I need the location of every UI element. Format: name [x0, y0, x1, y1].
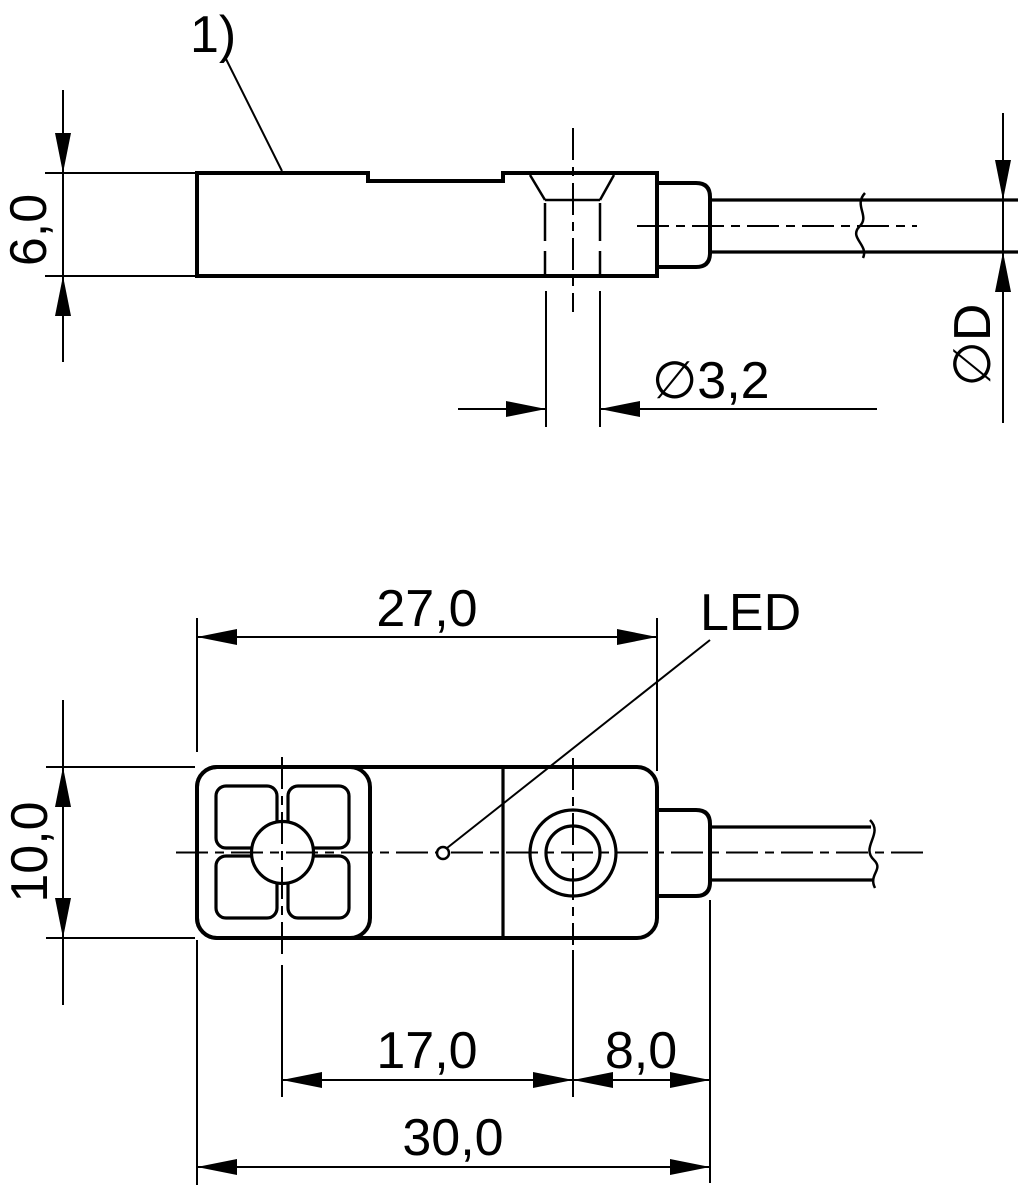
dimension-text: ∅D: [944, 304, 1002, 387]
callout-label: 1): [190, 6, 236, 64]
sensing-face-pattern: [214, 784, 351, 920]
arrowhead-right: [617, 629, 657, 645]
callout-leader-line: [224, 56, 283, 172]
arrowhead-down: [55, 898, 71, 938]
dimension-text: 27,0: [376, 580, 477, 638]
countersink-left-edge: [528, 174, 547, 201]
pole-square-bottom-right: [286, 854, 351, 920]
arrowhead-left: [600, 401, 640, 417]
dimension-text: 8,0: [605, 1022, 677, 1080]
pole-square-bottom-left: [214, 854, 279, 920]
dimension-cable-diameter: ∅D: [944, 113, 1011, 423]
dimension-width-10-0: 10,0: [1, 700, 195, 1005]
arrowhead-left: [197, 629, 237, 645]
arrowhead-up: [995, 252, 1011, 292]
arrowhead-left: [197, 1159, 237, 1175]
arrowhead-right: [670, 1072, 710, 1088]
arrowhead-right: [506, 401, 546, 417]
dimension-hole-3-2: ∅3,2: [458, 291, 877, 427]
led-leader-line: [446, 639, 711, 849]
dimension-text: ∅3,2: [652, 352, 770, 410]
arrowhead-down: [995, 160, 1011, 200]
dimension-total-length-30-0: 30,0: [196, 940, 710, 1185]
pole-square-top-left: [214, 784, 279, 850]
dimension-cable-end-8-0: 8,0: [573, 900, 711, 1183]
dimension-text: 10,0: [1, 801, 59, 902]
dimension-text: 30,0: [402, 1109, 503, 1167]
sensor-body-side-outline: [195, 171, 659, 278]
countersink-right-edge: [598, 174, 616, 201]
top-view: LED 27,0 10,0 17,0: [1, 580, 928, 1185]
dimension-housing-length-27-0: 27,0: [196, 580, 658, 771]
led-label: LED: [700, 584, 801, 642]
arrowhead-left: [573, 1072, 613, 1088]
led-indicator-dot: [435, 845, 451, 861]
arrowhead-up: [55, 767, 71, 807]
dimension-text: 17,0: [376, 1022, 477, 1080]
arrowhead-down: [55, 133, 71, 173]
dimension-height-6-0: 6,0: [0, 90, 195, 362]
cable-break-symbol: [868, 819, 879, 889]
dimension-hole-position-17-0: 17,0: [281, 950, 574, 1097]
arrowhead-up: [55, 276, 71, 316]
side-view: 1) 6,0: [0, 6, 1018, 427]
dimension-text: 6,0: [0, 194, 58, 266]
arrowhead-right: [670, 1159, 710, 1175]
pole-square-top-right: [286, 784, 351, 850]
arrowhead-right: [533, 1072, 573, 1088]
arrowhead-left: [282, 1072, 322, 1088]
